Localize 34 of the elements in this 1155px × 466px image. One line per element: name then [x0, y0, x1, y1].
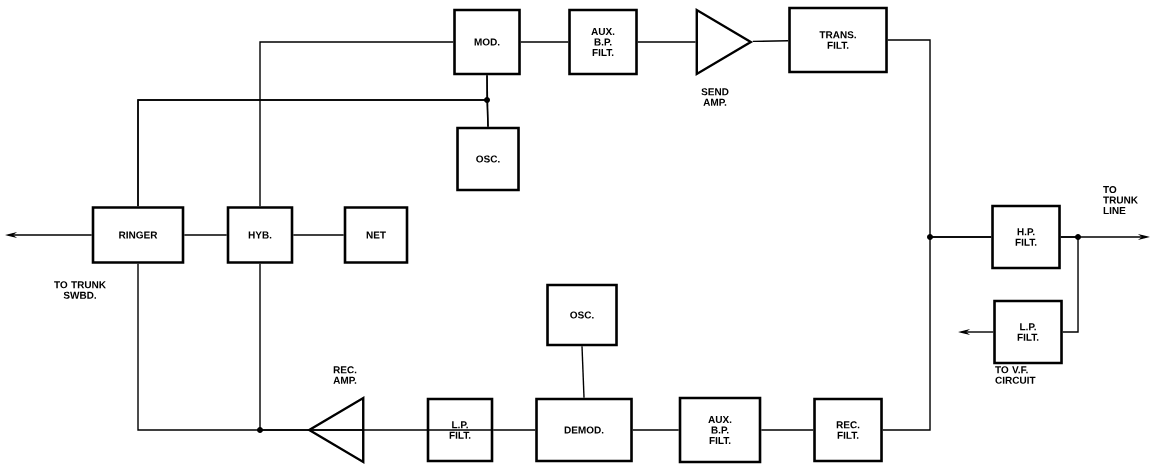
connector-line: [259, 41, 454, 207]
block-box: REC. FILT.: [813, 397, 883, 463]
connector-line: [363, 429, 494, 431]
terminal-label: TO TRUNK LINE: [1103, 186, 1138, 214]
block-box: L.P. FILT.: [426, 397, 494, 463]
block-box: H.P. FILT.: [991, 204, 1061, 270]
connector-line: [752, 40, 789, 43]
connector-line: [486, 74, 489, 128]
connector-line: [632, 429, 680, 431]
connector-line: [137, 99, 489, 207]
block-box: HYB.: [226, 206, 294, 264]
block-box: RINGER: [91, 206, 185, 264]
block-box: L.P. FILT.: [993, 299, 1063, 365]
block-box: OSC.: [456, 126, 520, 192]
block-box: DEMOD.: [535, 397, 633, 463]
connector-line: [492, 429, 536, 431]
connector-line: [292, 234, 345, 236]
connector-line: [137, 263, 366, 431]
block-box: AUX. B.P. FILT.: [678, 396, 762, 464]
connector-line: [882, 236, 992, 431]
amplifier-label: REC. AMP.: [333, 366, 357, 384]
connector-line: [1060, 236, 1079, 333]
amplifier-label: SEND AMP.: [701, 88, 729, 106]
connector-line: [637, 41, 697, 43]
block-box: NET: [343, 206, 409, 264]
terminal-label: TO TRUNK SWBD.: [54, 281, 106, 299]
connector-line: [760, 429, 814, 431]
block-box: OSC.: [546, 283, 618, 347]
block-box: TRANS. FILT.: [788, 6, 888, 74]
block-box: AUX. B.P. FILT.: [568, 8, 638, 76]
connector-line: [581, 345, 585, 399]
connector-line: [183, 234, 228, 236]
connector-line: [520, 41, 569, 43]
block-box: MOD.: [453, 8, 521, 76]
